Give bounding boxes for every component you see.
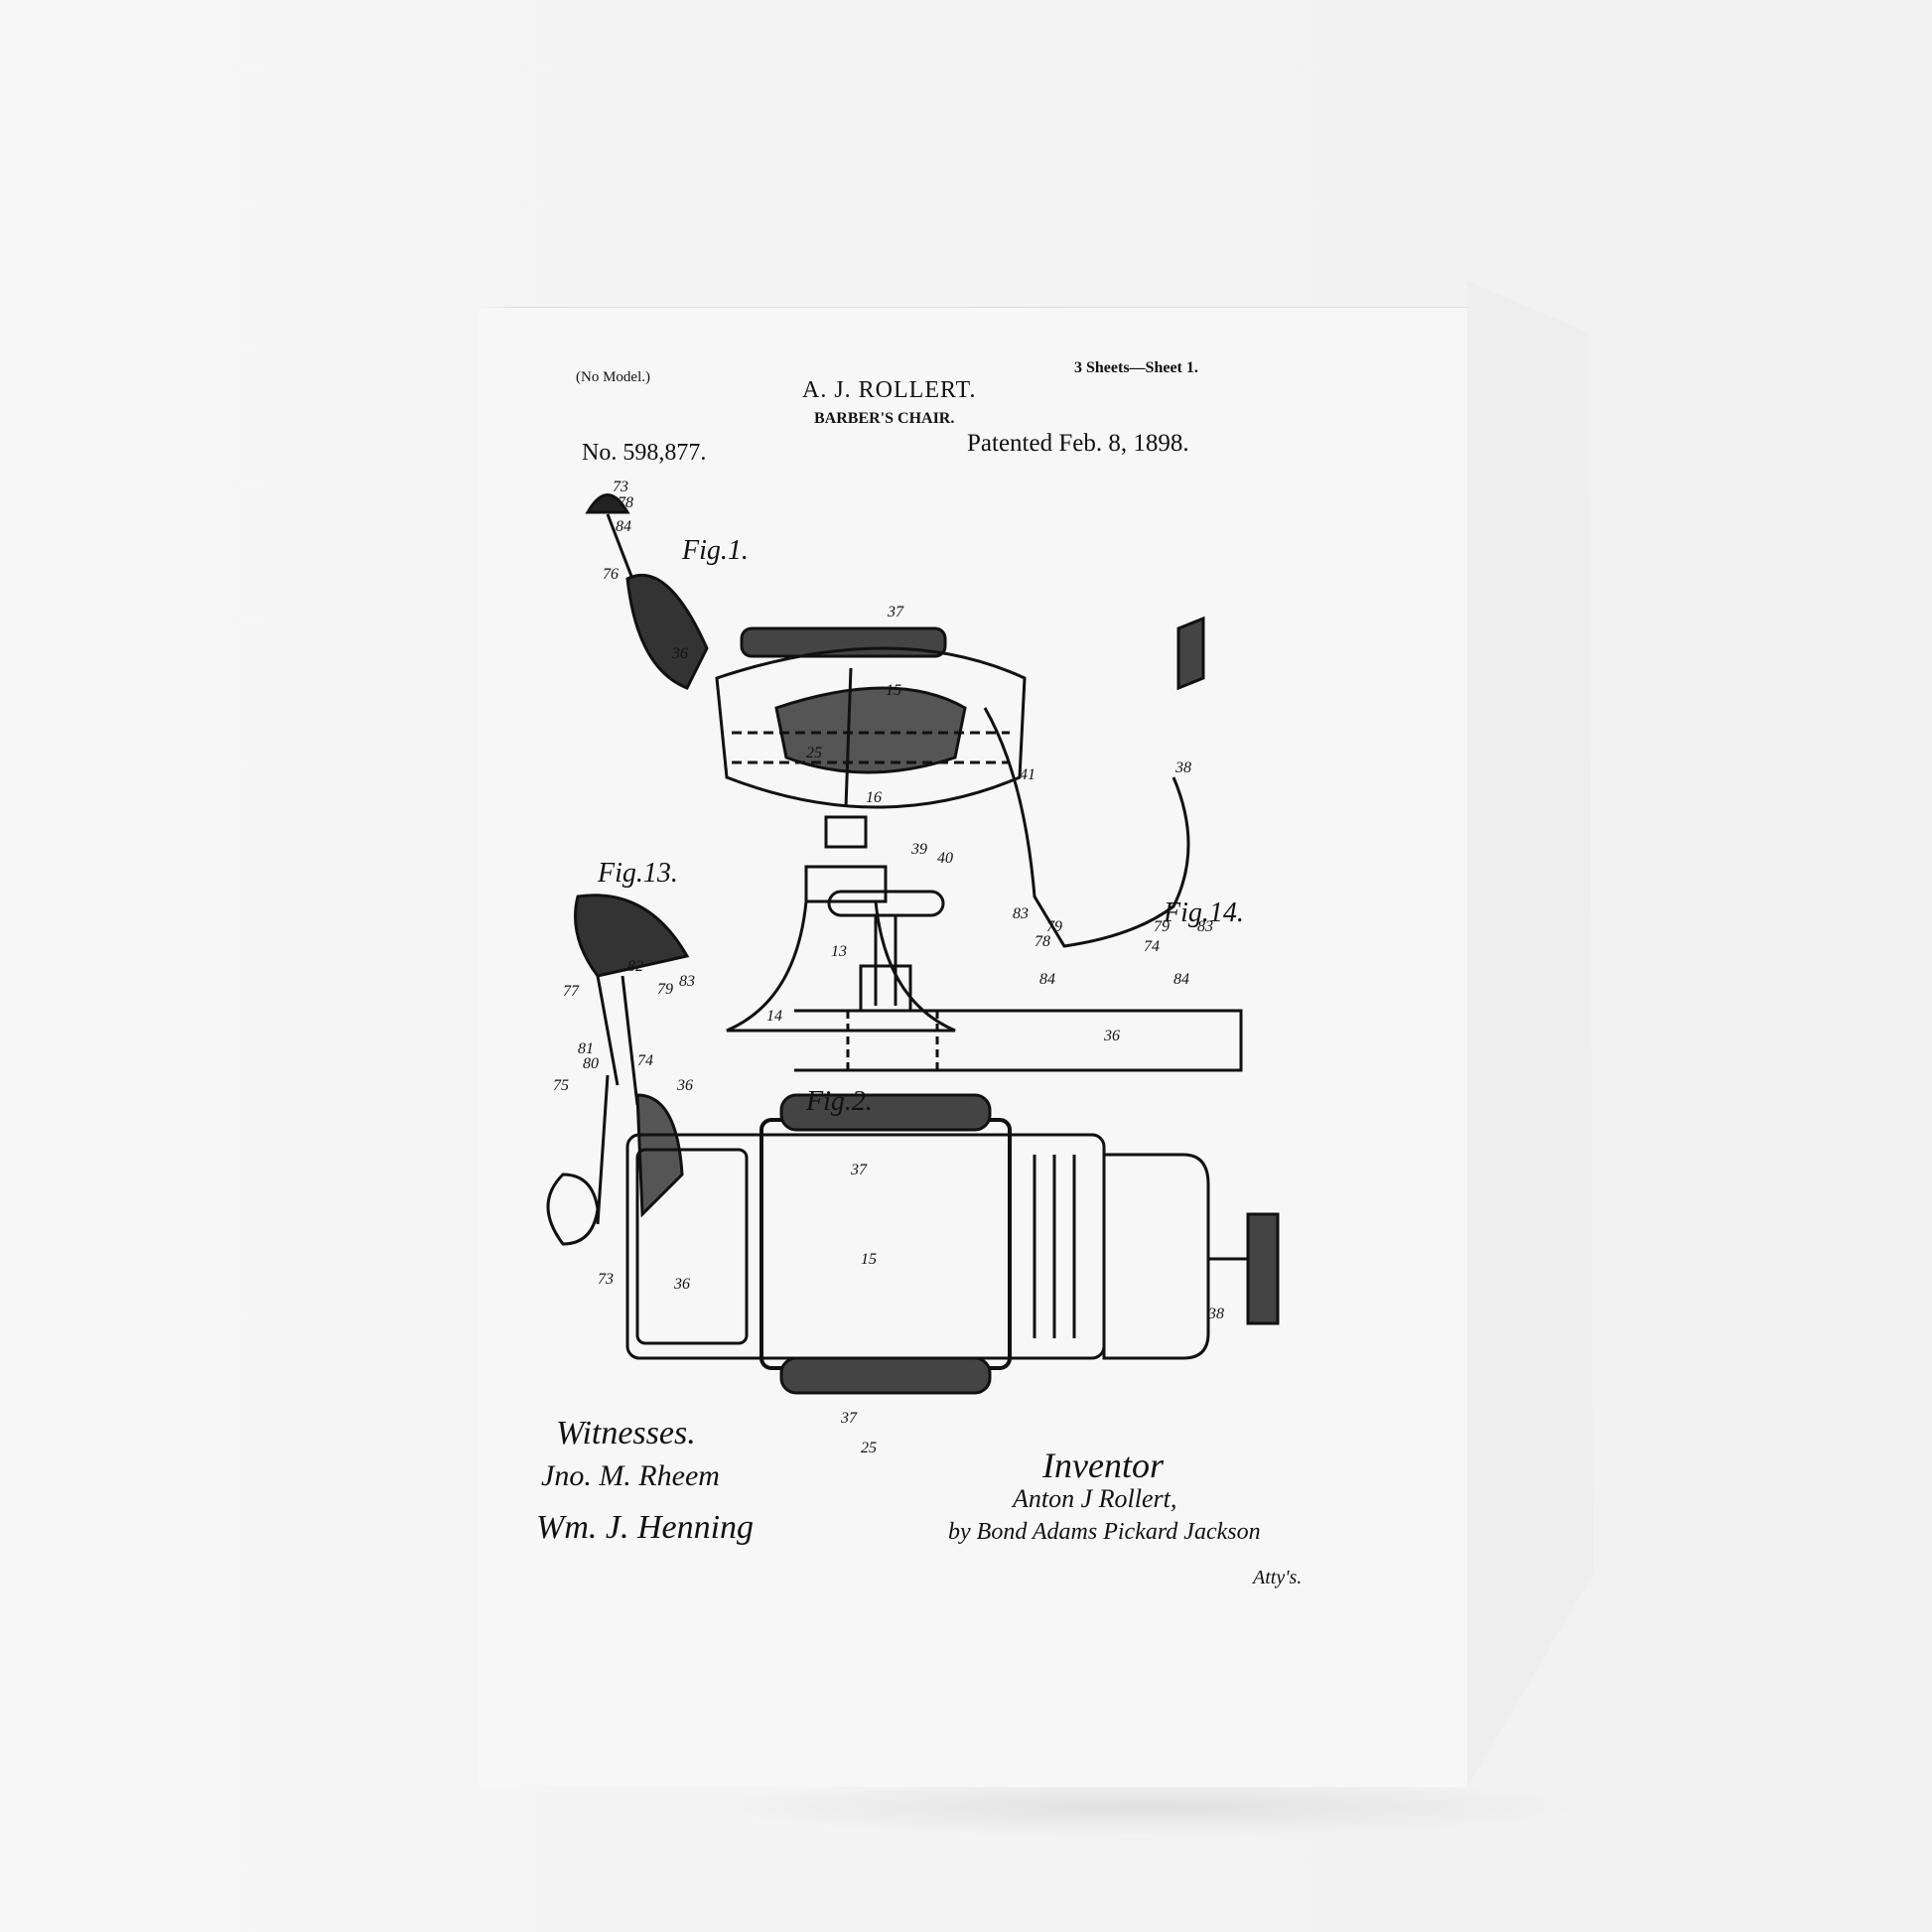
ref-numeral: 84 (1039, 971, 1055, 988)
ref-numeral: 74 (1144, 938, 1160, 955)
ref-numeral: 40 (937, 850, 953, 867)
inventor-signature: Anton J Rollert, (1013, 1484, 1177, 1513)
fig13-headrest-detail (574, 894, 690, 1225)
fig2-label: Fig.2. (805, 1086, 873, 1117)
ref-numeral: 76 (603, 566, 619, 583)
ref-numeral: 15 (861, 1251, 877, 1268)
attorneys-signature: by Bond Adams Pickard Jackson (948, 1519, 1261, 1545)
fig14-label: Fig.14. (1163, 897, 1244, 928)
patent-number: No. 598,877. (582, 440, 707, 466)
ref-numeral: 15 (886, 682, 901, 699)
ref-numeral: 36 (671, 645, 688, 662)
ref-numeral: 79 (657, 981, 673, 998)
canvas-print (479, 308, 1467, 1787)
ref-numeral: 80 (583, 1055, 599, 1072)
ref-numeral: 79 (1154, 918, 1170, 935)
ref-numeral: 78 (1035, 933, 1050, 950)
ref-numeral: 37 (850, 1162, 868, 1178)
ref-numeral: 37 (840, 1410, 858, 1427)
ref-numeral: 38 (1207, 1306, 1224, 1322)
ref-numeral: 83 (679, 973, 695, 990)
ref-numeral: 74 (637, 1052, 653, 1069)
model-note: (No Model.) (576, 369, 650, 385)
fig13-label: Fig.13. (597, 858, 678, 889)
ref-numeral: 39 (910, 841, 927, 858)
inventor-name: A. J. ROLLERT. (802, 377, 977, 403)
ref-numeral: 84 (616, 518, 631, 535)
ref-numeral: 81 (578, 1040, 594, 1057)
reference-numerals: 73 78 84 76 36 37 15 25 16 39 40 41 38 1… (553, 479, 1224, 1456)
ref-numeral: 41 (1020, 766, 1035, 783)
fig2-chair-top-view (546, 1093, 1280, 1395)
inventor-heading: Inventor (1042, 1446, 1164, 1485)
ref-numeral: 77 (563, 983, 580, 1000)
ref-numeral: 36 (676, 1077, 693, 1094)
witness-signature-2: Wm. J. Henning (536, 1509, 755, 1546)
fig1-chair-side-view (585, 493, 1205, 1033)
ref-numeral: 25 (861, 1440, 877, 1456)
ref-numeral: 73 (613, 479, 628, 495)
fig14-bracket-detail (794, 890, 1243, 1072)
patent-title: BARBER'S CHAIR. (814, 410, 955, 427)
ref-numeral: 73 (598, 1271, 614, 1288)
witnesses-heading: Witnesses. (556, 1415, 696, 1451)
ref-numeral: 83 (1197, 918, 1213, 935)
sheet-count: 3 Sheets—Sheet 1. (1074, 359, 1198, 376)
ref-numeral: 14 (766, 1008, 782, 1025)
ref-numeral: 78 (618, 494, 633, 511)
witness-signature-1: Jno. M. Rheem (541, 1459, 720, 1492)
fig1-label: Fig.1. (681, 535, 749, 566)
patent-date: Patented Feb. 8, 1898. (967, 430, 1189, 457)
ref-numeral: 13 (831, 943, 847, 960)
ref-numeral: 36 (1103, 1028, 1120, 1044)
ref-numeral: 37 (887, 604, 904, 621)
ref-numeral: 36 (673, 1276, 690, 1293)
patent-drawing: Fig.1. Fig.13. Fig.14. Fig.2. 73 78 84 7… (546, 479, 1280, 1456)
ref-numeral: 38 (1174, 759, 1191, 776)
ref-numeral: 84 (1173, 971, 1189, 988)
ref-numeral: 25 (806, 745, 822, 761)
canvas-shadow (695, 1777, 1588, 1837)
ref-numeral: 16 (866, 789, 882, 806)
ref-numeral: 83 (1013, 905, 1029, 922)
ref-numeral: 79 (1046, 918, 1062, 935)
attorneys-label: Atty's. (1253, 1567, 1303, 1588)
ref-numeral: 75 (553, 1077, 569, 1094)
ref-numeral: 82 (627, 958, 643, 975)
